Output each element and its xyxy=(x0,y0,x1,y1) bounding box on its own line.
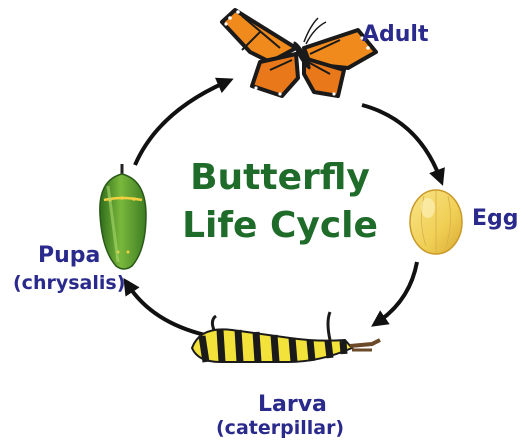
egg-illustration xyxy=(410,190,462,254)
diagram-title-line-1: Butterfly xyxy=(160,158,400,198)
arrow-egg-to-larva xyxy=(378,262,417,322)
pupa-label: Pupa xyxy=(38,243,100,268)
arrow-pupa-to-adult xyxy=(135,82,226,165)
larva-label: Larva xyxy=(258,392,327,417)
pupa-sublabel: (chrysalis) xyxy=(13,272,125,294)
chrysalis-illustration xyxy=(100,164,146,269)
diagram-title-line-2: Life Cycle xyxy=(160,206,400,246)
adult-label: Adult xyxy=(362,22,429,47)
egg-label: Egg xyxy=(472,206,519,231)
butterfly-illustration xyxy=(222,10,376,96)
larva-sublabel: (caterpillar) xyxy=(216,417,344,439)
caterpillar-illustration xyxy=(192,312,380,362)
arrow-larva-to-pupa xyxy=(128,285,205,335)
